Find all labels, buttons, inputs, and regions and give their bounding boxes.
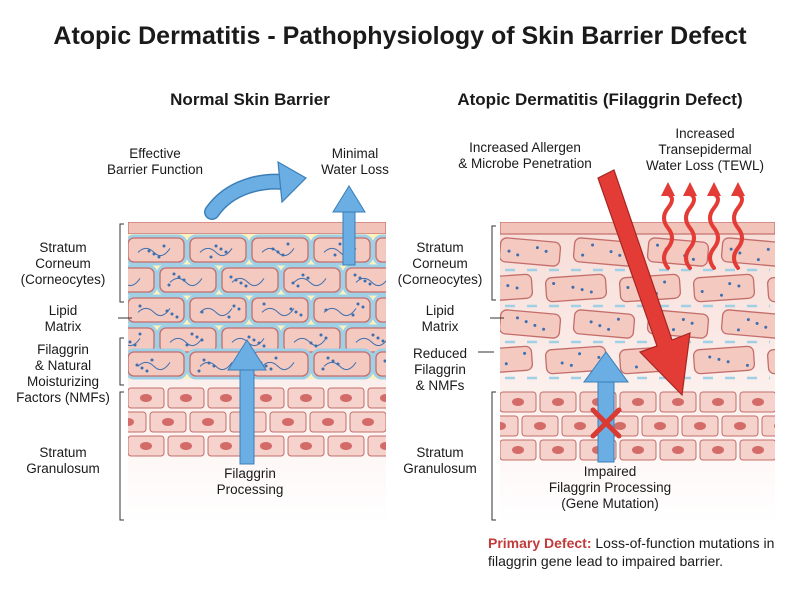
corneocyte [128, 237, 185, 263]
right-lipid-matrix-label: Lipid Matrix [421, 303, 459, 334]
filaggrin-processing-label: Filaggrin Processing [216, 466, 284, 497]
normal-granulosum-cells [128, 387, 386, 457]
corneocyte [283, 327, 341, 353]
reduced-filaggrin-label: Reduced Filaggrin & NMFs [412, 346, 468, 393]
atopic-layer-brackets [478, 225, 504, 521]
corneocyte [159, 327, 217, 353]
damaged-corneocyte [720, 309, 775, 339]
corneocyte [313, 297, 371, 323]
granular-cell [500, 415, 519, 437]
damaged-corneocyte-cell [766, 273, 775, 303]
damaged-corneocyte [500, 345, 534, 375]
damaged-corneocyte [500, 273, 534, 303]
corneocyte [375, 297, 386, 323]
page-title: Atopic Dermatitis - Pathophysiology of S… [53, 22, 747, 50]
effective-barrier-label: Effective Barrier Function [106, 146, 204, 177]
damaged-corneocyte [572, 309, 636, 339]
primary-defect-text: Loss-of-function mutations in filaggrin … [488, 535, 775, 569]
damaged-corneocyte-cell [500, 273, 534, 303]
damaged-corneocyte [720, 237, 775, 267]
damaged-corneocyte [646, 237, 710, 267]
primary-defect-lead: Primary Defect: [488, 535, 592, 551]
filaggrin-processing-arrow [227, 339, 267, 465]
granular-cell [367, 387, 386, 409]
corneocyte [128, 267, 155, 293]
damaged-corneocyte-cell [692, 273, 756, 303]
allergen-penetration-label: Increased Allergen & Microbe Penetration [458, 140, 592, 171]
tewl-wave-arrow [707, 182, 721, 270]
minimal-water-loss-arrow [332, 185, 366, 266]
tewl-arrows [661, 182, 745, 270]
blocked-x-icon [590, 407, 622, 439]
damaged-corneocyte-cell [500, 309, 562, 339]
left-stratum-granulosum-label: Stratum Granulosum [26, 445, 100, 476]
normal-layer-brackets [118, 223, 132, 521]
damaged-corneocyte-cell [720, 309, 775, 339]
corneocyte [345, 327, 386, 353]
corneocyte [159, 267, 217, 293]
corneocyte [313, 237, 371, 263]
damaged-corneocyte [544, 273, 608, 303]
damaged-corneocyte-cell [572, 309, 636, 339]
damaged-corneocyte [766, 273, 775, 303]
left-lipid-matrix-label: Lipid Matrix [44, 303, 82, 334]
damaged-corneocyte-cell [544, 273, 608, 303]
corneocyte [189, 297, 247, 323]
corneocyte [189, 237, 247, 263]
corneocyte [375, 237, 386, 263]
normal-panel-title: Normal Skin Barrier [170, 90, 330, 109]
corneocyte [283, 267, 341, 293]
damaged-corneocyte [692, 345, 756, 375]
right-stratum-corneum-label: Stratum Corneum (Corneocytes) [397, 240, 483, 287]
atopic-skin-block [500, 222, 775, 522]
corneocyte [251, 297, 309, 323]
granular-cell [128, 411, 147, 433]
left-stratum-corneum-label: Stratum Corneum (Corneocytes) [20, 240, 106, 287]
granular-cell [761, 415, 775, 437]
primary-defect-note: Primary Defect: Loss-of-function mutatio… [488, 534, 788, 570]
damaged-corneocyte-cell [500, 237, 562, 267]
tewl-wave-arrow [731, 182, 745, 270]
corneocyte [128, 351, 185, 377]
corneocyte [313, 351, 371, 377]
damaged-corneocyte [572, 237, 636, 267]
corneocyte [251, 237, 309, 263]
damaged-corneocyte-cell [500, 345, 534, 375]
corneocyte [375, 351, 386, 377]
damaged-corneocyte-cell [720, 237, 775, 267]
tewl-wave-arrow [683, 182, 697, 270]
damaged-corneocyte [544, 345, 608, 375]
impaired-processing-label: Impaired Filaggrin Processing (Gene Muta… [548, 464, 672, 511]
tewl-wave-arrow [661, 182, 675, 270]
tewl-label: Increased Transepidermal Water Loss (TEW… [645, 126, 764, 173]
right-stratum-granulosum-label: Stratum Granulosum [403, 445, 477, 476]
damaged-corneocyte-cell [766, 345, 775, 375]
minimal-water-loss-label: Minimal Water Loss [321, 146, 389, 177]
corneocyte [128, 297, 185, 323]
damaged-corneocyte [500, 237, 562, 267]
granular-cell [367, 435, 386, 457]
damaged-corneocyte [500, 309, 562, 339]
damaged-corneocyte [692, 273, 756, 303]
left-filaggrin-nmf-label: Filaggrin & Natural Moisturizing Factors… [16, 342, 110, 405]
normal-corneocytes [128, 234, 386, 380]
effective-barrier-arrow [204, 160, 307, 220]
corneocyte [221, 267, 279, 293]
damaged-corneocyte [766, 345, 775, 375]
damaged-corneocyte-cell [646, 237, 710, 267]
damaged-corneocyte-cell [692, 345, 756, 375]
allergen-penetration-arrow [597, 169, 691, 397]
atopic-panel-title: Atopic Dermatitis (Filaggrin Defect) [457, 90, 743, 109]
atopic-corneocytes [500, 237, 775, 380]
